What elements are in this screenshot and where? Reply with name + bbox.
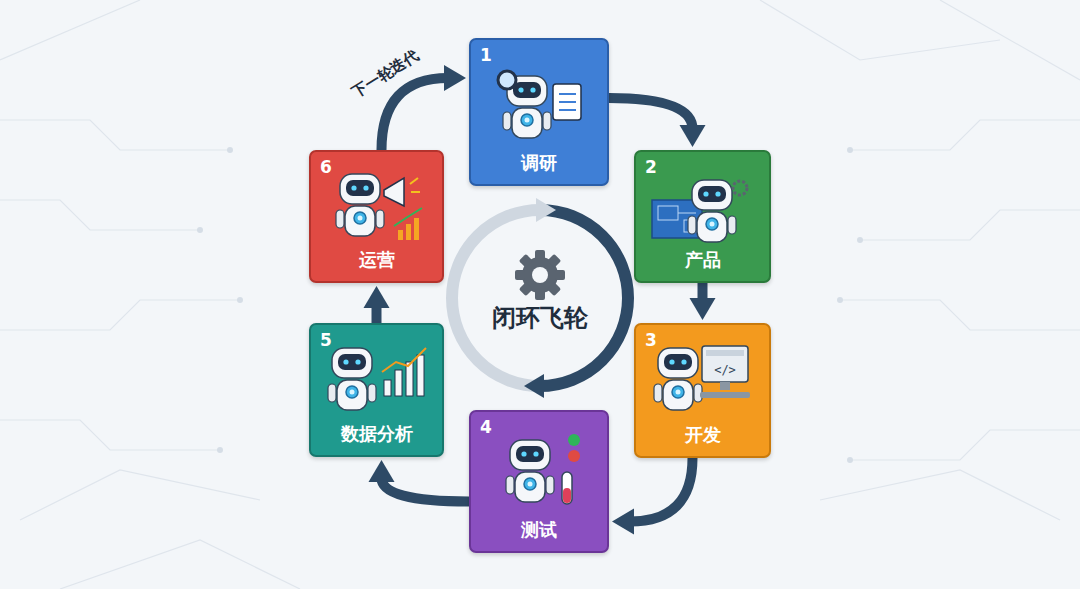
step-number: 5 [320, 330, 332, 350]
step-number: 2 [645, 157, 657, 177]
step-number: 3 [645, 330, 657, 350]
step-label: 测试 [471, 518, 607, 542]
flow-arrow [364, 286, 390, 323]
flow-arrow [690, 283, 716, 320]
flow-arrow [609, 98, 706, 147]
step-label: 数据分析 [311, 422, 442, 446]
step-label: 产品 [636, 248, 769, 272]
svg-text:</>: </> [714, 363, 736, 377]
step-number: 4 [480, 417, 492, 437]
step-label: 调研 [471, 151, 607, 175]
edge-label: 下一轮迭代 [346, 44, 425, 103]
step-label: 运营 [311, 248, 442, 272]
flow-arrow [369, 460, 470, 502]
step-label: 开发 [636, 423, 769, 447]
step-number: 1 [480, 45, 492, 65]
flow-arrow [612, 458, 693, 535]
center-title: 闭环飞轮 [492, 302, 588, 334]
step-number: 6 [320, 157, 332, 177]
